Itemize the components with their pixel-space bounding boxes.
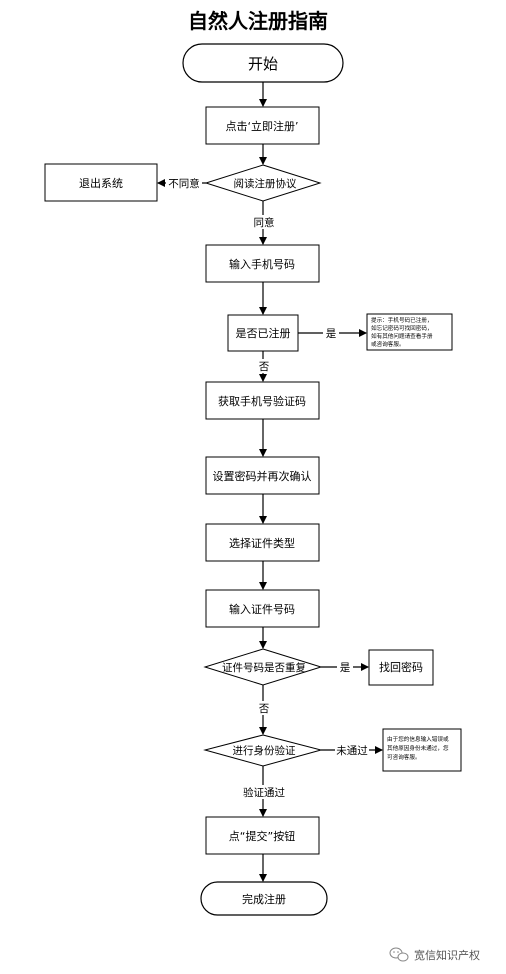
verify-fail-tip-line: 其他原因身份未通过，您 [387,744,449,752]
verify-identity-label: 进行身份验证 [233,744,296,757]
agree-label: 同意 [254,216,275,229]
retrieve-password-node: 找回密码 [368,649,434,686]
registered-no-label: 否 [259,361,270,373]
watermark: 宽信知识产权 [389,947,480,962]
diagram-title: 自然人注册指南 [188,9,328,33]
retrieve-password-label: 找回密码 [379,660,423,674]
read-agreement-label: 阅读注册协议 [234,177,297,190]
disagree-label: 不同意 [168,177,200,190]
enter-id-number-label: 输入证件号码 [229,602,295,616]
click-submit-label: 点“提交”按钮 [229,829,295,843]
registered-tip-line: 如忘记密码可找回密码， [371,324,433,332]
click-submit-node: 点“提交”按钮 [205,816,320,855]
click-register-node: 点击‘立即注册’ [205,106,320,145]
finish-node: 完成注册 [200,881,328,916]
edge-label-bg [240,785,288,799]
registered-tip-line: 提示：手机号码已注册， [371,316,433,324]
enter-id-number-node: 输入证件号码 [205,589,320,628]
read-agreement-decision: 阅读注册协议 [204,164,322,202]
registered-tip-line: 如有其他问题请查看手册 [371,332,433,340]
edge-label-bg [256,359,272,373]
click-register-label: 点击‘立即注册’ [226,119,299,133]
registered-tip-node: 提示：手机号码已注册， 如忘记密码可找回密码， 如有其他问题请查看手册 或咨询客… [366,313,453,351]
edge-label-bg [337,660,353,674]
registered-tip-line: 或咨询客服。 [371,340,405,348]
id-duplicate-decision: 证件号码是否重复 [203,648,323,686]
verify-fail-tip-node: 由于您的信息输入错误或 其他原因身份未通过，您 可咨询客服。 [382,728,462,772]
enter-phone-node: 输入手机号码 [205,244,320,283]
verify-fail-tip-line: 由于您的信息输入错误或 [387,735,449,743]
finish-label: 完成注册 [242,892,286,906]
verify-identity-decision: 进行身份验证 [203,734,323,767]
exit-system-label: 退出系统 [79,176,123,190]
set-password-label: 设置密码并再次确认 [213,469,312,483]
edge-label-bg [250,215,276,229]
verify-fail-tip-line: 可咨询客服。 [387,753,421,761]
enter-phone-label: 输入手机号码 [229,257,295,271]
duplicate-no-label: 否 [259,703,270,715]
already-registered-node: 是否已注册 [227,314,299,352]
wechat-icon [389,947,409,962]
get-code-label: 获取手机号验证码 [218,394,306,408]
edge-label-bg [256,701,272,715]
id-duplicate-label: 证件号码是否重复 [222,661,306,674]
exit-system-node: 退出系统 [44,163,158,202]
start-node: 开始 [182,43,344,83]
get-code-node: 获取手机号验证码 [205,381,320,420]
registered-yes-label: 是 [326,328,337,340]
watermark-text: 宽信知识产权 [414,948,480,962]
edge-label-bg [166,176,202,190]
choose-id-type-label: 选择证件类型 [229,536,295,550]
duplicate-yes-label: 是 [340,662,351,674]
already-registered-label: 是否已注册 [236,326,291,340]
set-password-node: 设置密码并再次确认 [205,456,320,495]
verify-pass-label: 验证通过 [243,786,285,799]
verify-fail-label: 未通过 [336,744,368,757]
start-label: 开始 [248,55,278,73]
edge-label-bg [323,326,339,340]
choose-id-type-node: 选择证件类型 [205,523,320,562]
edge-label-bg [335,743,369,757]
